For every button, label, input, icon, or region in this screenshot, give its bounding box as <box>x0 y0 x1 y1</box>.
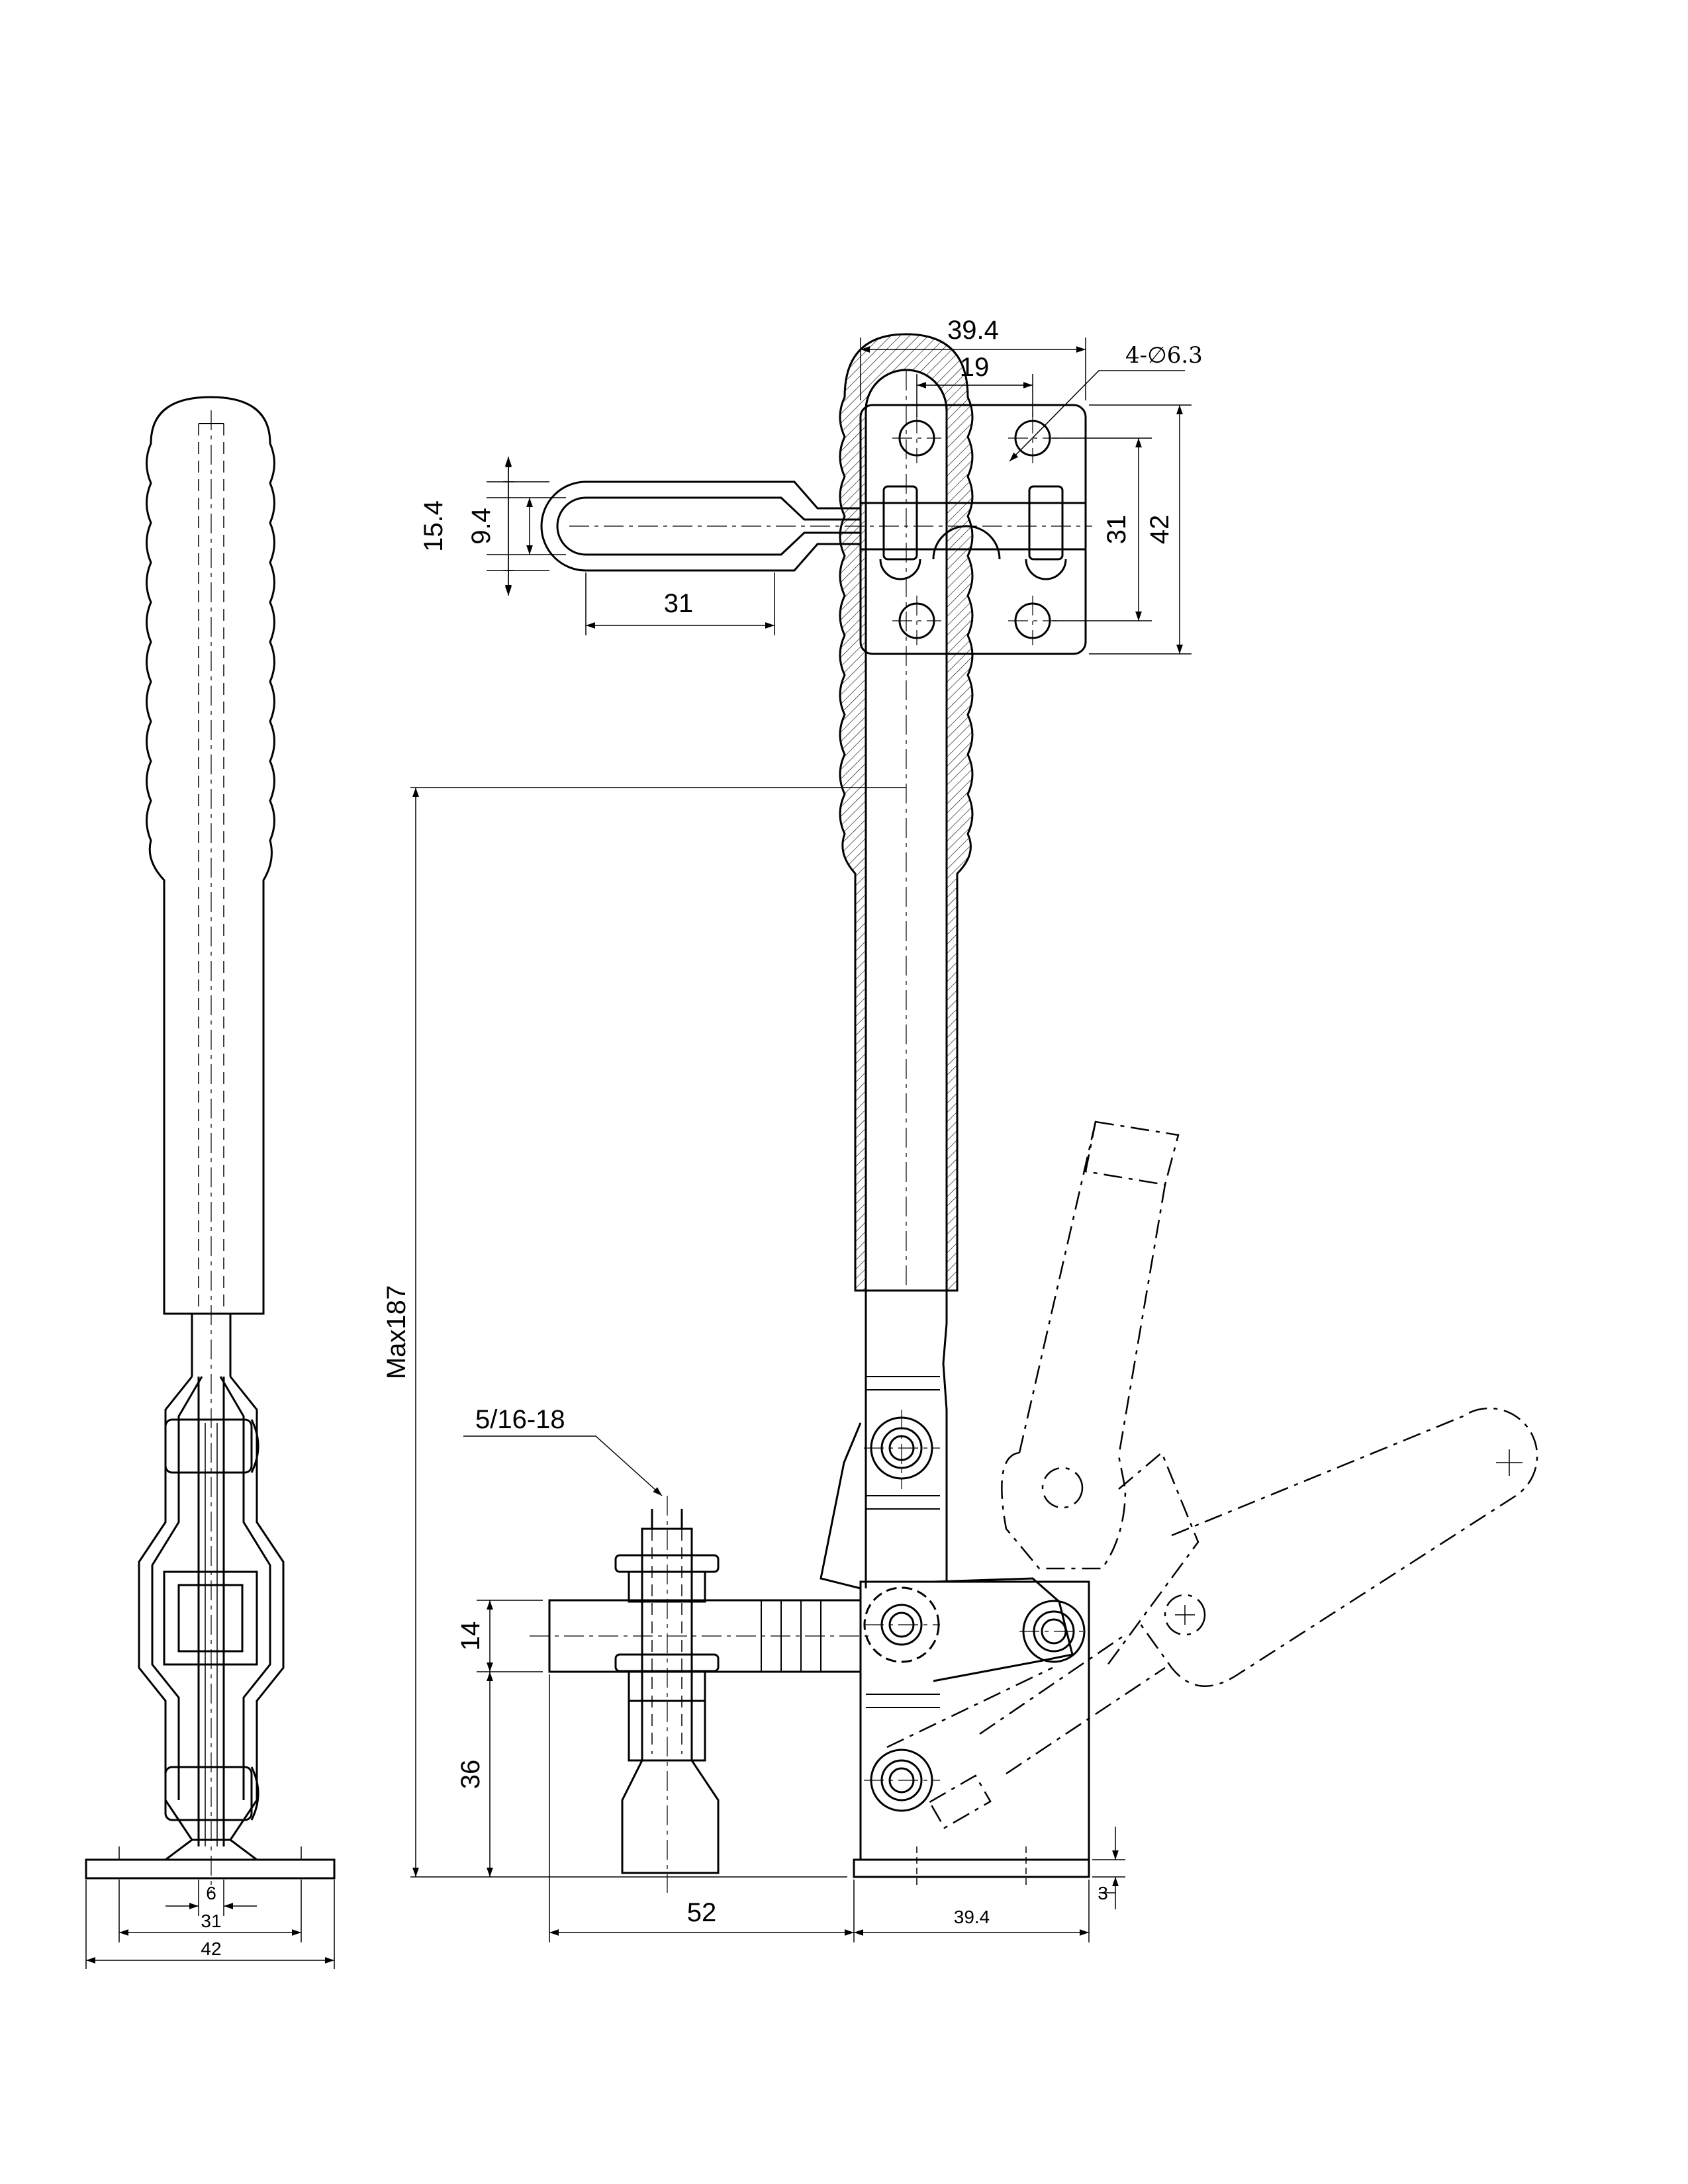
dim-top-height: 42 <box>1145 515 1174 545</box>
dim-top-hole-spacing-y: 31 <box>1102 515 1131 545</box>
dim-front-bolt-spacing: 31 <box>201 1911 221 1931</box>
dim-thread: 5/16-18 <box>475 1405 565 1434</box>
side-base <box>853 1858 1090 1878</box>
side-view <box>410 333 1538 1942</box>
handle-loop-outline <box>540 480 862 572</box>
dim-hole-callout: 4-∅6.3 <box>1125 342 1203 369</box>
mounting-holes <box>898 420 1051 639</box>
dim-max-height: Max187 <box>382 1285 411 1379</box>
front-grip-outline <box>146 396 275 1315</box>
dim-spindle-height: 36 <box>456 1760 485 1790</box>
front-base-plate <box>85 1858 336 1880</box>
dim-reach: 52 <box>687 1898 717 1927</box>
dim-front-base-width: 42 <box>201 1938 221 1959</box>
dim-handle-length: 31 <box>664 589 694 618</box>
dim-top-width: 39.4 <box>947 316 999 345</box>
dim-base-thickness: 3 <box>1098 1883 1108 1903</box>
dim-arm-thickness: 14 <box>456 1621 485 1651</box>
dim-handle-outer-width: 15.4 <box>419 500 448 552</box>
dim-base-length: 39.4 <box>954 1907 990 1927</box>
side-grip-hatched <box>839 333 974 1292</box>
handle-loop-inner <box>556 496 862 556</box>
top-view <box>487 338 1192 655</box>
front-view <box>85 396 336 1969</box>
dim-handle-inner-width: 9.4 <box>467 508 496 545</box>
side-body-plate <box>859 1580 1090 1861</box>
dim-front-inner-width: 6 <box>206 1883 216 1903</box>
side-handle <box>865 369 948 1582</box>
